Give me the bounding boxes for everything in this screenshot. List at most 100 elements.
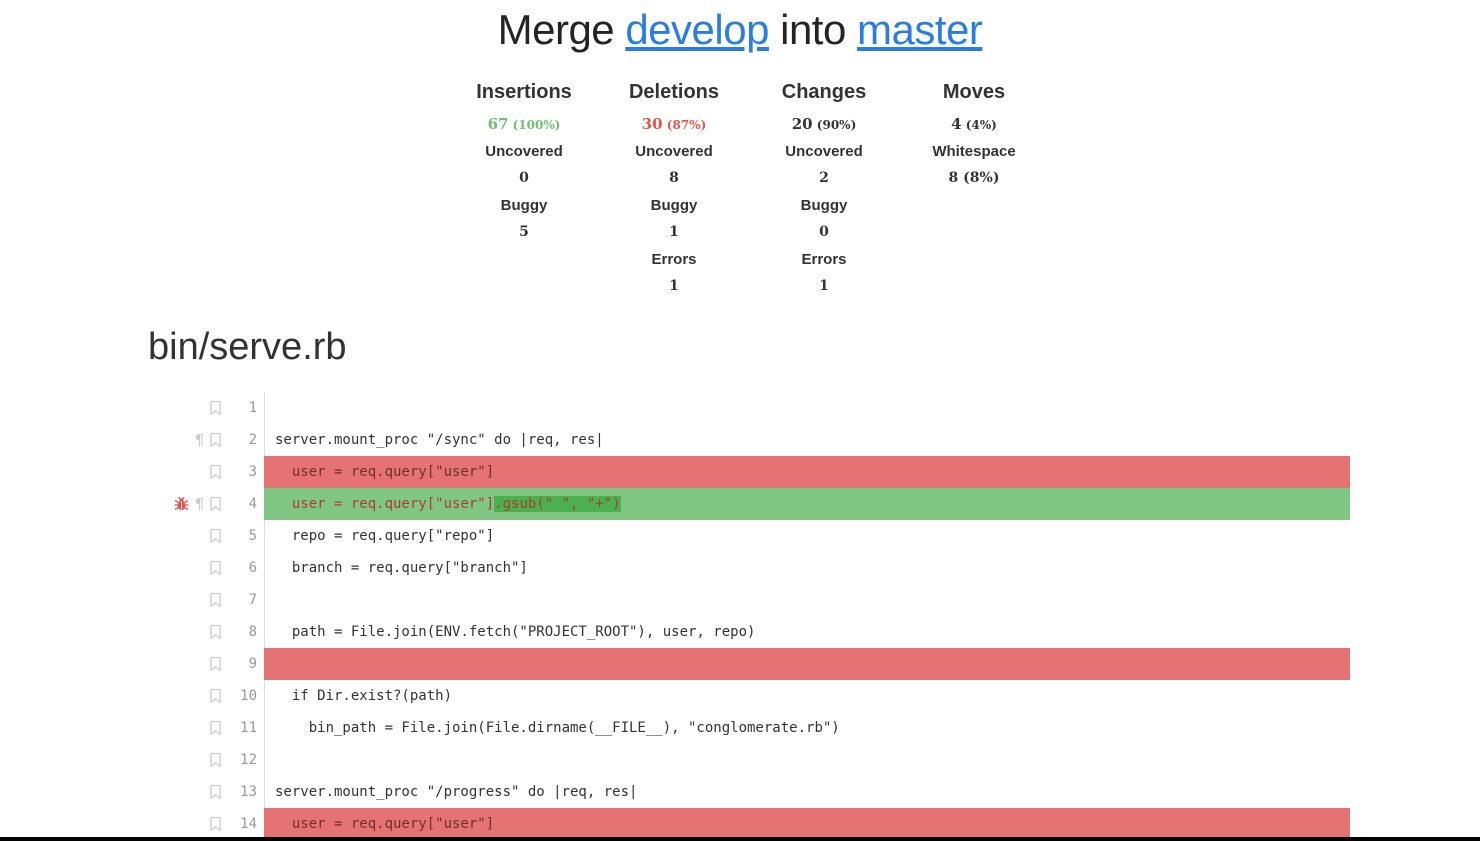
bookmark-icon[interactable] — [209, 656, 222, 672]
stat-row-value: 8 (8%) — [948, 170, 1000, 186]
stat-row-label: Uncovered — [485, 143, 563, 160]
bookmark-icon[interactable] — [209, 560, 222, 576]
line-number: 14 — [240, 816, 257, 832]
line-number: 9 — [248, 656, 257, 672]
code-text: path = File.join(ENV.fetch("PROJECT_ROOT… — [264, 616, 1350, 648]
code-text: user = req.query["user"].gsub(" ", "+") — [264, 488, 1350, 520]
bookmark-icon[interactable] — [209, 752, 222, 768]
code-text-main: user = req.query["user"] — [275, 816, 495, 832]
stat-row-label: Buggy — [650, 197, 698, 214]
branch-link-master[interactable]: master — [857, 6, 983, 53]
code-gutter: 3 — [0, 456, 264, 488]
code-text: bin_path = File.join(File.dirname(__FILE… — [264, 712, 1350, 744]
title-text-middle: into — [768, 6, 858, 53]
code-line: 6 branch = req.query["branch"] — [0, 552, 1350, 584]
code-gutter: 14 — [0, 808, 264, 840]
bookmark-icon[interactable] — [209, 400, 222, 416]
code-gutter: 5 — [0, 520, 264, 552]
stat-row-value: 1 — [819, 278, 829, 294]
code-text-main: user = req.query["user"] — [275, 464, 495, 480]
stat-main-value: 30 (87%) — [599, 111, 749, 138]
code-line: 5 repo = req.query["repo"] — [0, 520, 1350, 552]
branch-link-develop[interactable]: develop — [625, 6, 769, 53]
bookmark-icon[interactable] — [209, 720, 222, 736]
stat-main-value: 20 (90%) — [749, 111, 899, 138]
code-text-main: if Dir.exist?(path) — [275, 688, 453, 704]
bookmark-icon[interactable] — [209, 496, 222, 512]
stat-main-number: 67 — [487, 115, 509, 133]
stat-main-number: 4 — [951, 115, 962, 133]
code-line: 11 bin_path = File.join(File.dirname(__F… — [0, 712, 1350, 744]
code-line: 3 user = req.query["user"] — [0, 456, 1350, 488]
code-text-main: server.mount_proc "/progress" do |req, r… — [275, 784, 638, 800]
line-number: 13 — [240, 784, 257, 800]
stat-row-value: 8 — [669, 170, 679, 186]
stat-main-percent: (100%) — [508, 118, 561, 132]
code-line: 1 — [0, 392, 1350, 424]
added-highlight: .gsub(" ", "+") — [494, 496, 621, 512]
code-gutter: ¶2 — [0, 424, 264, 456]
stat-main-percent: (87%) — [662, 118, 707, 132]
stat-row-label: Buggy — [800, 197, 848, 214]
bookmark-icon[interactable] — [209, 688, 222, 704]
code-text — [264, 584, 1350, 616]
code-text: user = req.query["user"] — [264, 456, 1350, 488]
line-number: 8 — [248, 624, 257, 640]
code-text: repo = req.query["repo"] — [264, 520, 1350, 552]
code-gutter: 13 — [0, 776, 264, 808]
stat-row-label: Uncovered — [785, 143, 863, 160]
code-text — [264, 744, 1350, 776]
code-line: 9 — [0, 648, 1350, 680]
stat-main-percent: (4%) — [961, 118, 997, 132]
stat-row-value: 2 — [819, 170, 829, 186]
code-line: 13 server.mount_proc "/progress" do |req,… — [0, 776, 1350, 808]
code-text-main: server.mount_proc "/sync" do |req, res| — [275, 432, 604, 448]
code-line: 7 — [0, 584, 1350, 616]
stat-row-value: 0 — [519, 170, 529, 186]
bookmark-icon[interactable] — [209, 816, 222, 832]
code-diff: 1 ¶2 server.mount_proc "/sync" do |req, re… — [0, 392, 1480, 840]
stat-row-label: Buggy — [500, 197, 548, 214]
code-gutter: ¶4 — [0, 488, 264, 520]
line-number: 11 — [240, 720, 257, 736]
code-text-main: repo = req.query["repo"] — [275, 528, 495, 544]
title-text-prefix: Merge — [497, 6, 626, 53]
bookmark-icon[interactable] — [209, 592, 222, 608]
pilcrow-icon: ¶ — [194, 430, 204, 449]
bookmark-icon[interactable] — [209, 432, 222, 448]
code-line: 12 — [0, 744, 1350, 776]
bookmark-icon[interactable] — [209, 624, 222, 640]
code-gutter: 9 — [0, 648, 264, 680]
code-text-main: branch = req.query["branch"] — [275, 560, 528, 576]
code-text-main: bin_path = File.join(File.dirname(__FILE… — [275, 720, 840, 736]
stat-row-label: Uncovered — [635, 143, 713, 160]
file-title: bin/serve.rb — [148, 326, 347, 368]
code-text: if Dir.exist?(path) — [264, 680, 1350, 712]
bookmark-icon[interactable] — [209, 784, 222, 800]
bookmark-icon[interactable] — [209, 464, 222, 480]
stat-header: Moves — [942, 81, 1006, 103]
code-line: 8 path = File.join(ENV.fetch("PROJECT_RO… — [0, 616, 1350, 648]
code-text-main: user = req.query["user"] — [275, 496, 495, 512]
code-text: branch = req.query["branch"] — [264, 552, 1350, 584]
stat-main-number: 30 — [641, 115, 663, 133]
code-line: ¶4 user = req.query["user"].gsub(" ", "+… — [0, 488, 1350, 520]
line-number: 7 — [248, 592, 257, 608]
line-number: 1 — [248, 400, 257, 416]
bookmark-icon[interactable] — [209, 528, 222, 544]
code-gutter: 6 — [0, 552, 264, 584]
code-text — [264, 648, 1350, 680]
line-number: 4 — [248, 496, 257, 512]
code-text — [264, 392, 1350, 424]
pilcrow-icon: ¶ — [194, 494, 204, 513]
code-gutter: 1 — [0, 392, 264, 424]
stat-main-number: 20 — [791, 115, 813, 133]
code-text: user = req.query["user"] — [264, 808, 1350, 840]
code-line: ¶2 server.mount_proc "/sync" do |req, res… — [0, 424, 1350, 456]
line-number: 3 — [248, 464, 257, 480]
code-gutter: 10 — [0, 680, 264, 712]
